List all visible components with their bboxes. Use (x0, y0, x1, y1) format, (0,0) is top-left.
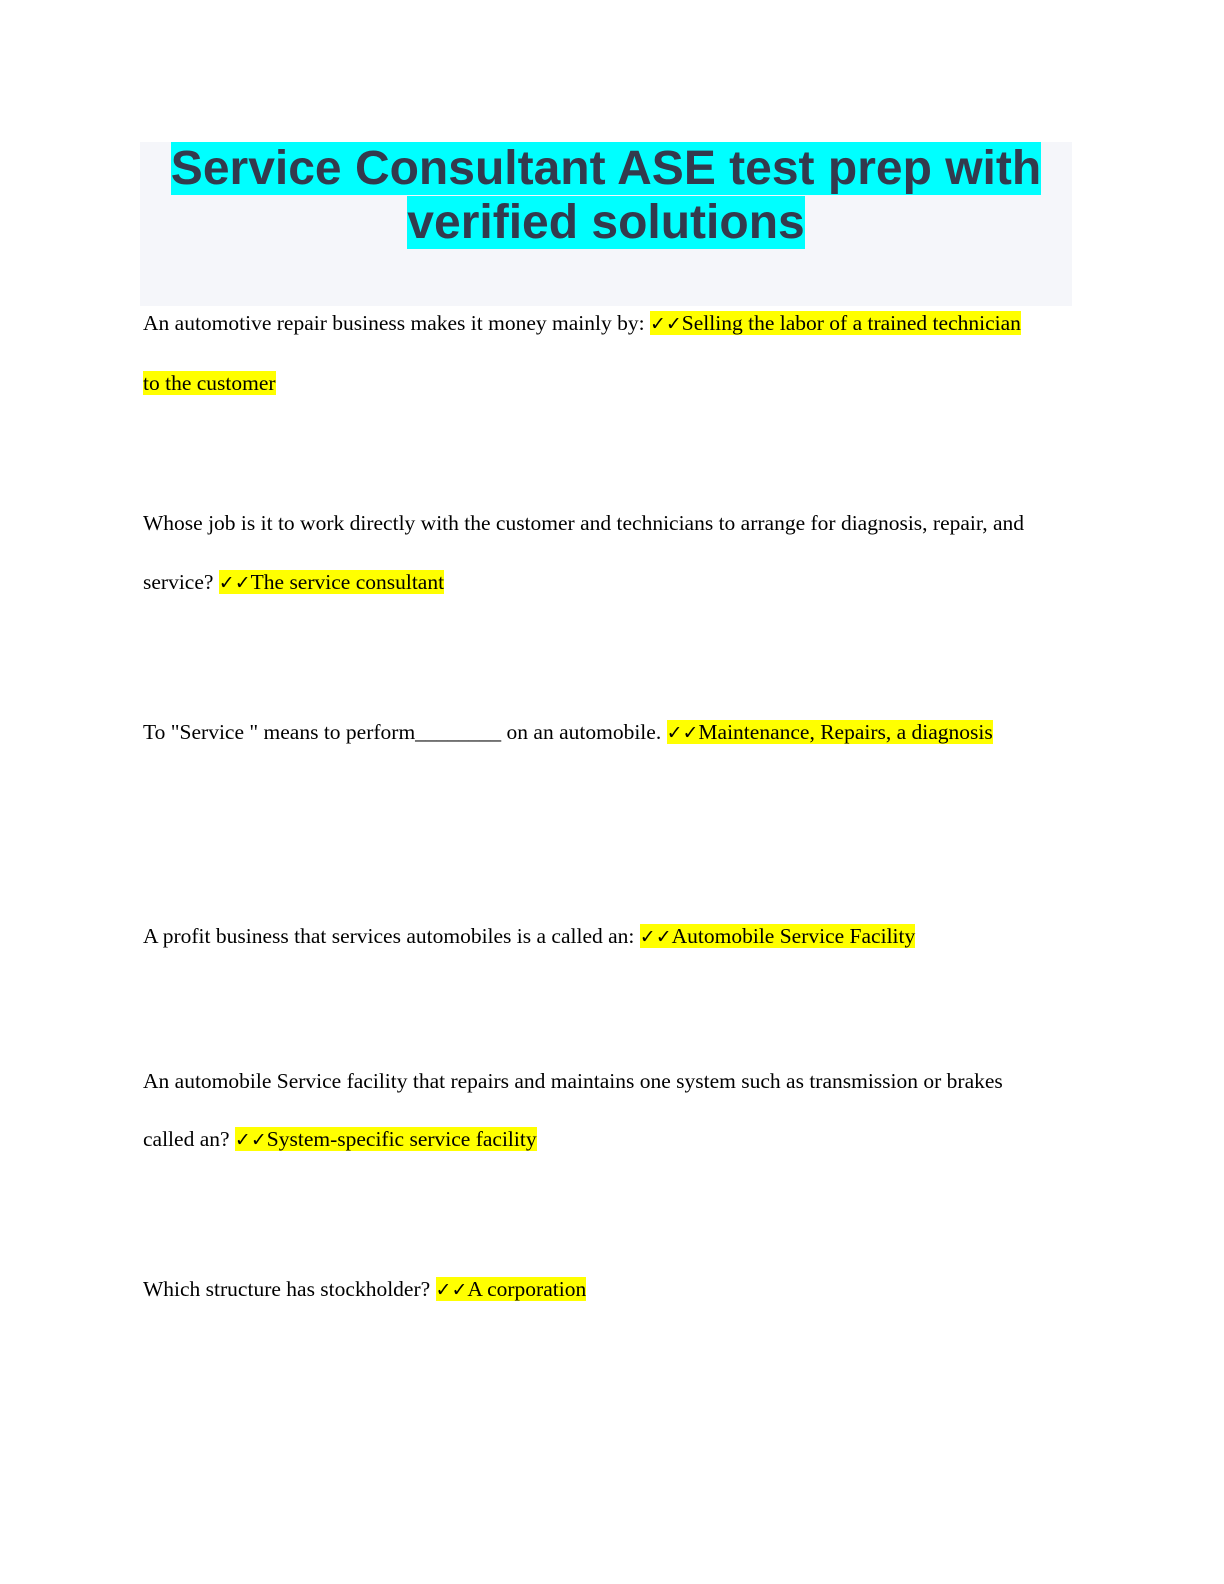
qa-item: A profit business that services automobi… (143, 907, 1035, 967)
answer-text: A corporation (467, 1277, 587, 1301)
double-check-icon: ✓✓ (639, 926, 672, 948)
double-check-icon: ✓✓ (435, 1279, 468, 1301)
answer-text: Selling the labor of a trained technicia… (143, 311, 1021, 395)
question-text: A profit business that services automobi… (143, 924, 640, 948)
answer-text: System-specific service facility (266, 1127, 537, 1151)
answer-highlight: ✓✓Automobile Service Facility (639, 924, 916, 948)
double-check-icon: ✓✓ (234, 1129, 267, 1151)
qa-item: Which structure has stockholder? ✓✓A cor… (143, 1260, 1035, 1320)
answer-text: The service consultant (250, 570, 445, 594)
answer-highlight: ✓✓Maintenance, Repairs, a diagnosis (666, 720, 993, 744)
question-text: Which structure has stockholder? (143, 1277, 436, 1301)
answer-highlight: ✓✓System-specific service facility (234, 1127, 537, 1151)
answer-highlight: ✓✓A corporation (435, 1277, 587, 1301)
qa-item: An automobile Service facility that repa… (143, 1052, 1035, 1169)
document-title: Service Consultant ASE test prep with ve… (170, 142, 1042, 249)
question-text: To "Service " means to perform________ o… (143, 720, 667, 744)
qa-item: To "Service " means to perform________ o… (143, 703, 1035, 763)
double-check-icon: ✓✓ (218, 572, 251, 594)
double-check-icon: ✓✓ (666, 722, 699, 744)
double-check-icon: ✓✓ (649, 313, 682, 335)
question-text: Whose job is it to work directly with th… (143, 511, 1024, 594)
qa-item: Whose job is it to work directly with th… (143, 494, 1035, 613)
answer-text: Automobile Service Facility (671, 924, 916, 948)
question-text: An automotive repair business makes it m… (143, 311, 650, 335)
answer-highlight: ✓✓The service consultant (218, 570, 445, 594)
qa-item: An automotive repair business makes it m… (143, 294, 1035, 413)
answer-text: Maintenance, Repairs, a diagnosis (698, 720, 993, 744)
question-text: An automobile Service facility that repa… (143, 1069, 1003, 1151)
